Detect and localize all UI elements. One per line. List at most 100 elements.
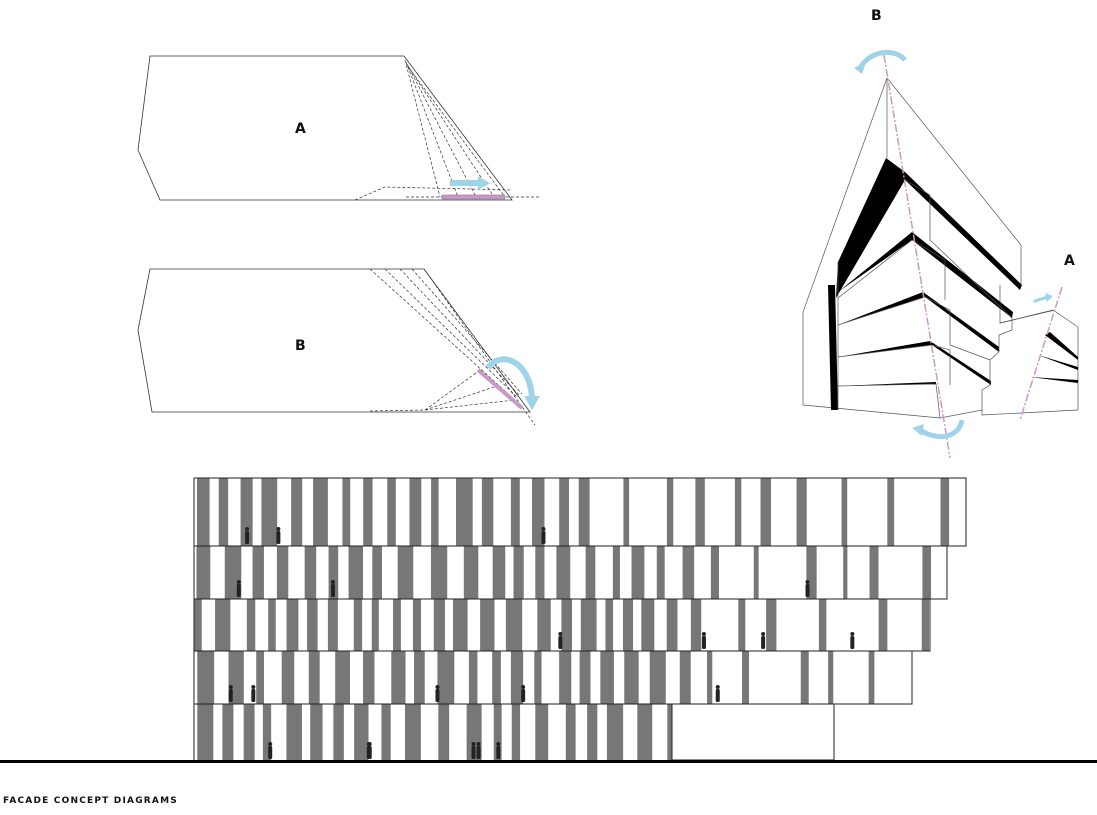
- person-silhouette: [805, 584, 810, 597]
- caption: FACADE CONCEPT DIAGRAMS: [3, 796, 178, 806]
- person-silhouette: [268, 746, 273, 759]
- facade-fin: [492, 651, 501, 704]
- facade-fin: [828, 651, 834, 704]
- facade-fin: [222, 704, 234, 761]
- person-head: [761, 632, 766, 636]
- facade-fin: [197, 651, 215, 704]
- rotate-arrow-top-icon: [857, 50, 907, 70]
- facade-fin: [196, 478, 210, 546]
- person-silhouette: [701, 636, 706, 649]
- facade-fin: [262, 704, 272, 761]
- person-head: [558, 632, 563, 636]
- facade-fin: [766, 599, 777, 651]
- facade-fin: [878, 599, 888, 651]
- facade-fin: [578, 478, 590, 546]
- facade-fin: [510, 651, 524, 704]
- facade-fin: [363, 651, 375, 704]
- perspective-label-b: B: [871, 8, 882, 24]
- facade-fin: [218, 478, 229, 546]
- facade-fin: [742, 651, 749, 704]
- facade-fin: [468, 651, 478, 704]
- perspective-label-a: A: [1064, 253, 1075, 269]
- person-silhouette: [330, 584, 335, 597]
- facade-fin: [695, 478, 705, 546]
- person-head: [701, 632, 706, 636]
- person-head: [541, 527, 546, 531]
- facade-fin: [641, 599, 655, 651]
- plan-outline-a: [137, 55, 513, 201]
- facade-fin: [887, 478, 895, 546]
- person-silhouette: [715, 689, 720, 702]
- facade-fin: [921, 599, 929, 651]
- facade-fin: [463, 546, 479, 599]
- sightline-fan-a: [354, 59, 540, 201]
- facade-fin: [624, 651, 639, 704]
- person-head: [476, 742, 481, 746]
- facade-fin: [480, 599, 495, 651]
- slide-arrow-small-icon: [1033, 293, 1053, 303]
- facade-fin: [240, 478, 253, 546]
- rotation-axis-b: [883, 54, 951, 459]
- plan-diagram-a: A: [137, 55, 540, 201]
- ground-line: [0, 760, 1097, 763]
- facade-fin: [922, 546, 932, 599]
- facade-fin: [268, 599, 276, 651]
- facade-fin: [431, 478, 439, 546]
- facade-fin: [252, 546, 264, 599]
- label-a: A: [295, 121, 306, 137]
- facade-fin: [585, 546, 596, 599]
- facade-fin: [753, 546, 759, 599]
- person-silhouette: [367, 746, 372, 759]
- facade-fin: [313, 478, 328, 546]
- facade-fin: [256, 651, 264, 704]
- facade-fin: [940, 478, 950, 546]
- facade-fin: [559, 651, 572, 704]
- facade-fin: [492, 546, 506, 599]
- facade-fin: [371, 599, 379, 651]
- facade-fin: [612, 546, 620, 599]
- facade-fin: [666, 478, 674, 546]
- facade-fin: [194, 599, 202, 651]
- facade-fin: [291, 478, 303, 546]
- person-head: [330, 580, 335, 584]
- facade-fin: [404, 704, 421, 761]
- person-head: [521, 685, 526, 689]
- facade-fin: [580, 599, 597, 651]
- facade-fin: [493, 704, 502, 761]
- facade-fin: [328, 546, 339, 599]
- facade-elevation: [193, 477, 967, 762]
- person-head: [268, 742, 273, 746]
- person-silhouette: [521, 689, 526, 702]
- person-silhouette: [471, 746, 476, 759]
- person-head: [805, 580, 810, 584]
- person-head: [367, 742, 372, 746]
- facade-fin: [565, 704, 576, 761]
- sightline-fan-b: [369, 268, 536, 426]
- facade-fin: [637, 704, 653, 761]
- facade-fin: [537, 599, 551, 651]
- facade-fin: [387, 478, 396, 546]
- plan-diagram-b: B: [137, 268, 540, 426]
- facade-fin: [682, 546, 695, 599]
- facade-fin: [310, 704, 323, 761]
- facade-fin: [556, 546, 571, 599]
- facade-fin: [587, 704, 598, 761]
- rotate-arrow-bottom-icon: [918, 419, 965, 440]
- facade-fin: [196, 546, 211, 599]
- facade-fin: [869, 546, 879, 599]
- facade-fin: [335, 651, 351, 704]
- shading-panel-a: [441, 194, 506, 200]
- facade-fin: [841, 478, 848, 546]
- facade-fin: [481, 478, 494, 546]
- person-silhouette: [435, 689, 440, 702]
- slide-arrow-icon: [450, 176, 490, 190]
- facade-open-bay: [671, 703, 835, 761]
- facade-fin: [261, 478, 278, 546]
- person-silhouette: [276, 531, 281, 544]
- facade-fin: [513, 546, 524, 599]
- facade-fin: [455, 478, 473, 546]
- facade-fin: [510, 478, 520, 546]
- facade-fin: [738, 599, 746, 651]
- facade-fin: [409, 478, 422, 546]
